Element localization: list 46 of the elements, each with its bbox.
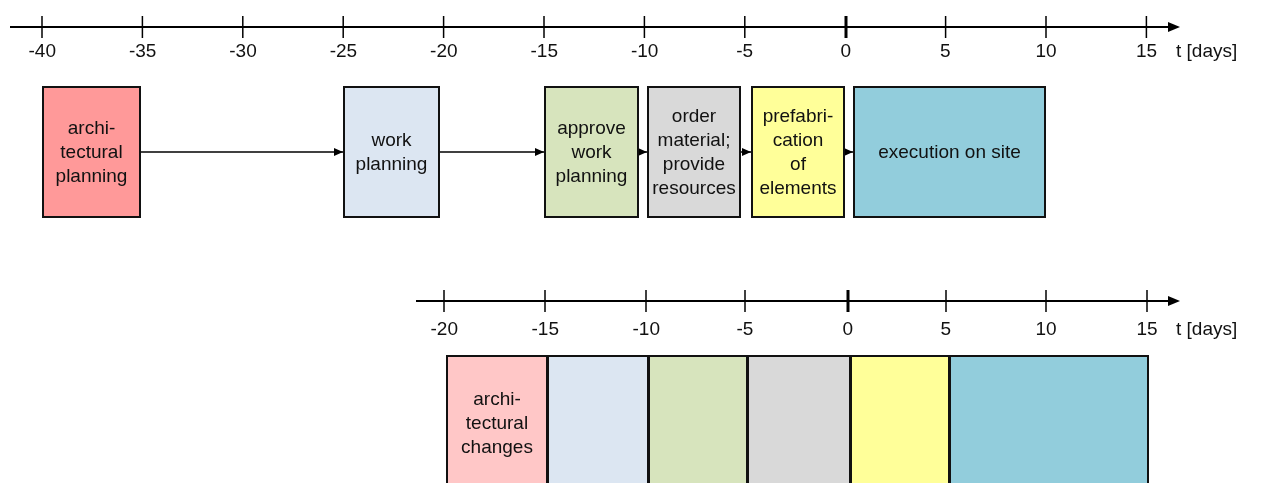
task-box — [647, 86, 741, 218]
tick-label: -5 — [736, 40, 754, 62]
task-box — [446, 355, 548, 483]
tick-label: 15 — [1136, 318, 1158, 340]
tick-label: 10 — [1035, 40, 1057, 62]
task-label: archi- tectural planning — [54, 116, 129, 188]
tick-label: 0 — [840, 40, 852, 62]
task-label: execution on site — [878, 140, 1021, 164]
task-label: work planning — [354, 128, 429, 176]
task-bar — [747, 355, 851, 483]
tick-label: -20 — [430, 40, 458, 62]
axis-label: t [days] — [1176, 318, 1238, 340]
task-label: archi- tectural changes — [460, 386, 534, 459]
axis-label: t [days] — [1176, 40, 1238, 62]
task-box — [853, 86, 1046, 218]
tick-label: 5 — [940, 318, 952, 340]
task-label: approve work planning — [554, 116, 629, 188]
arrow — [844, 148, 854, 156]
task-bar — [648, 355, 748, 483]
task-bar — [850, 355, 950, 483]
tick-label: -35 — [128, 40, 157, 62]
tick-label: -15 — [530, 40, 558, 62]
arrow — [740, 148, 752, 156]
tick-label: -10 — [632, 318, 660, 340]
task-box — [751, 86, 845, 218]
task-box — [544, 86, 639, 218]
arrow — [638, 148, 648, 156]
tick-label: -40 — [28, 40, 56, 62]
tick-label: -15 — [531, 318, 559, 340]
task-bar — [547, 355, 649, 483]
arrow — [140, 148, 344, 156]
task-label: order material; provide resources — [651, 104, 737, 200]
tick-label: -5 — [736, 318, 754, 340]
tick-label: -20 — [430, 318, 458, 340]
tick-label: -25 — [329, 40, 358, 62]
tick-label: 5 — [940, 40, 951, 62]
tick-label: 10 — [1035, 318, 1057, 340]
arrow — [439, 148, 545, 156]
task-label: prefabri- cation of elements — [758, 104, 838, 200]
tick-label: -10 — [630, 40, 659, 62]
task-bar — [949, 355, 1149, 483]
tick-label: -30 — [229, 40, 257, 62]
tick-label: 15 — [1135, 40, 1158, 62]
task-box — [343, 86, 440, 218]
task-box — [42, 86, 141, 218]
tick-label: 0 — [842, 318, 854, 340]
